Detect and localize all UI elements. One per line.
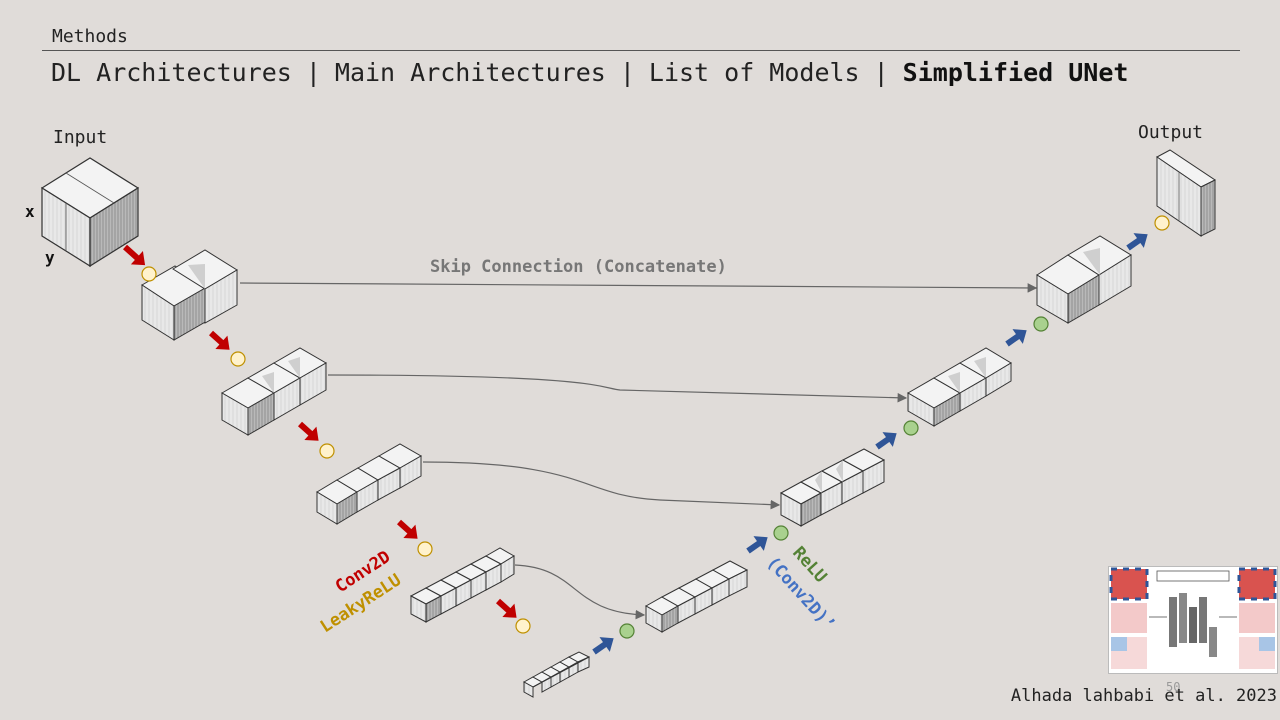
activation-node bbox=[619, 623, 635, 639]
skip-connection-4 bbox=[514, 564, 646, 620]
activation-node bbox=[417, 541, 433, 557]
activation-node bbox=[515, 618, 531, 634]
bottleneck-block bbox=[522, 651, 591, 698]
skip-connection-label: Skip Connection (Concatenate) bbox=[430, 257, 727, 277]
decoder-block-2 bbox=[906, 347, 1012, 427]
down-arrow-icon bbox=[495, 598, 517, 618]
up-arrow-icon bbox=[592, 637, 614, 655]
encoder-block-4 bbox=[409, 547, 515, 623]
down-arrow-icon bbox=[208, 330, 230, 350]
breadcrumb-item-list-of-models[interactable]: List of Models bbox=[648, 58, 860, 87]
activation-node bbox=[230, 351, 246, 367]
breadcrumb: DL Architectures | Main Architectures | List… bbox=[51, 58, 1128, 87]
up-arrow-icon bbox=[1126, 233, 1148, 251]
breadcrumb-separator: | bbox=[873, 58, 889, 87]
axis-y-label: y bbox=[45, 248, 55, 267]
breadcrumb-item-main-architectures[interactable]: Main Architectures bbox=[334, 58, 606, 87]
up-arrow-icon bbox=[1005, 329, 1027, 347]
input-block bbox=[40, 157, 140, 268]
activation-node bbox=[903, 420, 919, 436]
section-label: Methods bbox=[52, 26, 128, 47]
decoder-block-4 bbox=[644, 560, 749, 633]
breadcrumb-separator: | bbox=[619, 58, 635, 87]
activation-node bbox=[319, 443, 335, 459]
decoder-arrows bbox=[592, 233, 1148, 655]
breadcrumb-current: Simplified UNet bbox=[902, 58, 1129, 87]
output-label: Output bbox=[1138, 122, 1203, 143]
breadcrumb-item-dl-architectures[interactable]: DL Architectures bbox=[51, 58, 292, 87]
decoder-block-1 bbox=[1036, 235, 1132, 324]
encoder-block-1 bbox=[141, 249, 238, 341]
up-arrow-icon bbox=[875, 432, 897, 450]
skip-connection-1 bbox=[239, 282, 1038, 293]
skip-connection-2 bbox=[327, 374, 908, 403]
header-divider bbox=[42, 50, 1240, 51]
encoder-nodes bbox=[141, 215, 1170, 634]
input-label: Input bbox=[53, 127, 107, 148]
activation-node bbox=[773, 525, 789, 541]
activation-node bbox=[1033, 316, 1049, 332]
down-arrow-icon bbox=[396, 519, 418, 539]
activation-node bbox=[1154, 215, 1170, 231]
output-block bbox=[1156, 149, 1216, 237]
encoder-block-3 bbox=[316, 443, 423, 525]
reference-figure-thumbnail bbox=[1108, 566, 1278, 674]
down-arrow-icon bbox=[297, 421, 319, 441]
decoder-block-3 bbox=[779, 448, 886, 527]
down-arrow-icon bbox=[122, 244, 146, 266]
decoder-nodes bbox=[619, 316, 1049, 639]
breadcrumb-separator: | bbox=[305, 58, 321, 87]
citation: Alhada lahbabi et al. 2023 bbox=[1010, 686, 1277, 706]
axis-x-label: x bbox=[25, 202, 35, 221]
encoder-arrows bbox=[122, 244, 517, 618]
page-number: 50 bbox=[1166, 680, 1181, 694]
skip-connection-3 bbox=[422, 461, 781, 510]
encoder-block-2 bbox=[220, 347, 328, 436]
skip-connections bbox=[239, 282, 1038, 620]
activation-node bbox=[141, 266, 157, 282]
up-arrow-icon bbox=[746, 536, 768, 554]
